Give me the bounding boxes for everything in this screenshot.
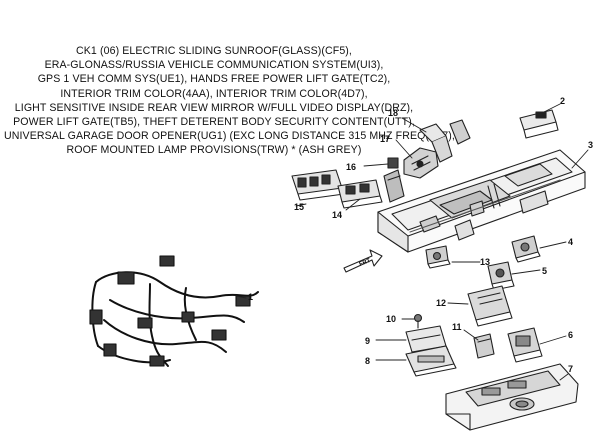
callout-14: 14: [332, 210, 342, 220]
part-13-lamp: [425, 245, 451, 269]
title-line: UNIVERSAL GARAGE DOOR OPENER(UG1) (EXC L…: [4, 130, 455, 143]
part-12-module: [467, 285, 513, 327]
title-line: CK1 (06) ELECTRIC SLIDING SUNROOF(GLASS)…: [76, 45, 352, 57]
callout-12: 12: [436, 298, 446, 308]
diagram-title: CK1 (06) ELECTRIC SLIDING SUNROOF(GLASS)…: [4, 44, 455, 158]
callout-5: 5: [542, 266, 547, 276]
callout-1: 1: [248, 292, 253, 302]
callout-8: 8: [365, 356, 370, 366]
callout-3: 3: [588, 140, 593, 150]
front-arrow-label: FRT: [359, 258, 372, 268]
callout-2: 2: [560, 96, 565, 106]
part-4-lamp: [511, 235, 541, 263]
part-6-switch: [507, 327, 543, 363]
part-11-clip: [473, 333, 495, 359]
callout-9: 9: [365, 336, 370, 346]
front-arrow: [343, 249, 383, 273]
title-line: INTERIOR TRIM COLOR(4AA), INTERIOR TRIM …: [60, 87, 368, 100]
part-18-bracket: [419, 119, 471, 163]
callout-4: 4: [568, 237, 573, 247]
callout-18: 18: [388, 108, 398, 118]
part-5-module: [487, 261, 515, 291]
part-14-switch-bezel: [337, 179, 383, 209]
callout-17: 17: [380, 134, 390, 144]
callout-13: 13: [480, 257, 490, 267]
callout-10: 10: [386, 314, 396, 324]
part-7-bezel: [445, 363, 579, 431]
callout-11: 11: [452, 322, 462, 332]
title-line: POWER LIFT GATE(TB5), THEFT DETERENT BOD…: [13, 116, 415, 129]
title-line: LIGHT SENSITIVE INSIDE REAR VIEW MIRROR …: [14, 101, 414, 114]
part-8-lens: [405, 345, 457, 377]
harness-connectors: [89, 255, 251, 367]
leader-lines: [235, 103, 589, 381]
part-1-wiring-harness: [91, 271, 259, 367]
callout-7: 7: [568, 364, 573, 374]
title-line: ROOF MOUNTED LAMP PROVISIONS(TRW) * (ASH…: [66, 144, 362, 157]
part-16-connector: [383, 157, 405, 203]
title-line: GPS 1 VEH COMM SYS(UE1), HANDS FREE POWE…: [37, 73, 391, 86]
part-2-clip: [519, 109, 559, 139]
callout-labels: 1 2 3 4 5 6 7 8 9 10 11 12 13 14 15 16 1…: [248, 96, 593, 374]
part-15-switch-module: [291, 169, 345, 201]
part-17-mirror-mount: [403, 147, 439, 179]
part-10-screw: [413, 313, 423, 329]
callout-6: 6: [568, 330, 573, 340]
overhead-console-housing: [377, 149, 586, 253]
title-line: ERA-GLONASS/RUSSIA VEHICLE COMMUNICATION…: [44, 59, 384, 72]
callout-16: 16: [346, 162, 356, 172]
callout-15: 15: [294, 202, 304, 212]
